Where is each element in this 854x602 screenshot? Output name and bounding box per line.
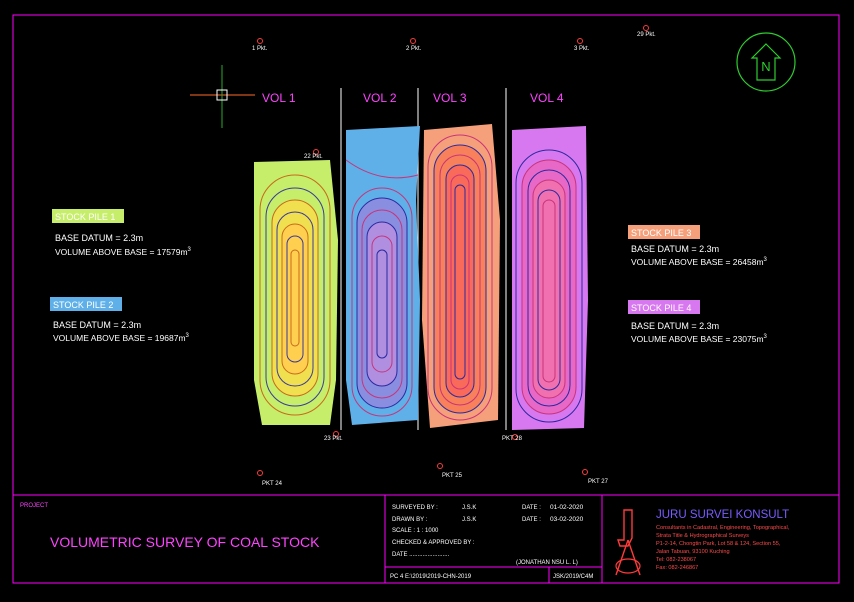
pile-1-datum: BASE DATUM = 2.3m <box>55 233 143 243</box>
pile-4-datum: BASE DATUM = 2.3m <box>631 321 719 331</box>
benchmark-label: 23 Pkt. <box>324 436 343 442</box>
company-details: Consultants in Cadastral, Engineering, T… <box>656 525 790 571</box>
stock-pile-4-panel: STOCK PILE 4 BASE DATUM = 2.3m VOLUME AB… <box>628 300 768 344</box>
vol-label-2: VOL 2 <box>363 91 397 105</box>
company-detail-line: Strata Title & Hydrographical Surveys <box>656 533 749 539</box>
pile-3-datum: BASE DATUM = 2.3m <box>631 244 719 254</box>
benchmark-marker-icon <box>512 434 518 440</box>
company-detail-line: Jalan Tabuan, 93100 Kuching <box>656 549 730 555</box>
pile-1-name: STOCK PILE 1 <box>55 212 115 222</box>
company-name: JURU SURVEI KONSULT <box>656 509 789 521</box>
benchmark-marker-icon <box>257 38 263 44</box>
pile-1-volume: VOLUME ABOVE BASE = 17579m3 <box>55 247 192 257</box>
date-label-2: DATE : <box>522 517 541 523</box>
benchmark-marker-icon <box>437 463 443 469</box>
pile-2-name: STOCK PILE 2 <box>53 300 113 310</box>
benchmark-label: 3 Pkt. <box>574 46 590 52</box>
title-block: PROJECT VOLUMETRIC SURVEY OF COAL STOCK … <box>13 494 839 583</box>
stock-pile-1-panel: STOCK PILE 1 BASE DATUM = 2.3m VOLUME AB… <box>52 209 192 257</box>
north-label: N <box>761 59 770 74</box>
company-logo-icon <box>615 509 641 576</box>
file-path: PC 4 E:\2019\2019-CHN-2019 <box>390 574 472 580</box>
drawn-by-label: DRAWN BY : <box>392 517 428 523</box>
company-detail-line: Tel: 082-238067 <box>656 557 696 563</box>
vol-label-1: VOL 1 <box>262 91 296 105</box>
pile-2-datum: BASE DATUM = 2.3m <box>53 320 141 330</box>
benchmark-marker-icon <box>643 25 649 31</box>
company-detail-line: P1-2-14, Chongtin Park, Lot 58 & 124, Se… <box>656 541 781 547</box>
benchmark-label: PKT 28 <box>502 436 523 442</box>
job-number: JSK/2019/C4M <box>553 574 593 580</box>
benchmark-label: PKT 25 <box>442 473 463 479</box>
pile-4-volume: VOLUME ABOVE BASE = 23075m3 <box>631 334 768 344</box>
pile-4-name: STOCK PILE 4 <box>631 303 691 313</box>
pile-3-name: STOCK PILE 3 <box>631 228 691 238</box>
benchmark-label: 22 Pkt. <box>304 154 323 160</box>
crosshair-icon <box>190 65 255 128</box>
benchmark-marker-icon <box>333 431 339 437</box>
company-detail-line: Consultants in Cadastral, Engineering, T… <box>656 525 790 531</box>
benchmark-marker-icon <box>410 38 416 44</box>
pile-3-volume: VOLUME ABOVE BASE = 26458m3 <box>631 257 768 267</box>
date-1: 01-02-2020 <box>550 504 584 511</box>
scale-text: SCALE : 1 : 1000 <box>392 528 439 534</box>
benchmark-label: PKT 24 <box>262 481 283 487</box>
benchmark-markers: 1 Pkt. 2 Pkt. 3 Pkt. 29 Pkt. 22 Pkt. 23 Pkt. P… <box>252 25 656 487</box>
stock-pile-1-contours <box>254 160 338 425</box>
vol-label-4: VOL 4 <box>530 91 564 105</box>
vol-label-3: VOL 3 <box>433 91 467 105</box>
drawn-by: J.S.K <box>462 517 476 523</box>
project-title: VOLUMETRIC SURVEY OF COAL STOCK <box>50 534 320 550</box>
stock-pile-4-contours <box>512 126 588 430</box>
stock-pile-2-contours <box>345 126 420 425</box>
checked-text: CHECKED & APPROVED BY : <box>392 540 475 546</box>
signatory: (JONATHAN NSU L. L) <box>516 560 578 566</box>
surveyed-by-label: SURVEYED BY : <box>392 505 438 511</box>
date-2: 03-02-2020 <box>550 516 584 523</box>
north-arrow-icon: N <box>736 32 796 92</box>
benchmark-marker-icon <box>257 470 263 476</box>
stock-pile-3-contours <box>422 124 500 428</box>
pile-2-volume: VOLUME ABOVE BASE = 19687m3 <box>53 333 190 343</box>
benchmark-marker-icon <box>313 149 319 155</box>
benchmark-label: 1 Pkt. <box>252 46 268 52</box>
benchmark-label: PKT 27 <box>588 479 609 485</box>
stock-pile-2-panel: STOCK PILE 2 BASE DATUM = 2.3m VOLUME AB… <box>50 297 190 343</box>
benchmark-marker-icon <box>582 469 588 475</box>
benchmark-label: 2 Pkt. <box>406 46 422 52</box>
company-detail-line: Fax: 082-246867 <box>656 565 698 571</box>
stock-pile-3-panel: STOCK PILE 3 BASE DATUM = 2.3m VOLUME AB… <box>628 225 768 267</box>
surveyed-by: J.S.K <box>462 505 476 511</box>
drawing-frame <box>12 14 840 584</box>
date-label-1: DATE : <box>522 505 541 511</box>
project-label: PROJECT <box>20 503 48 509</box>
date-line: DATE ........................ <box>392 552 450 558</box>
benchmark-label: 29 Pkt. <box>637 32 656 38</box>
benchmark-marker-icon <box>577 38 583 44</box>
